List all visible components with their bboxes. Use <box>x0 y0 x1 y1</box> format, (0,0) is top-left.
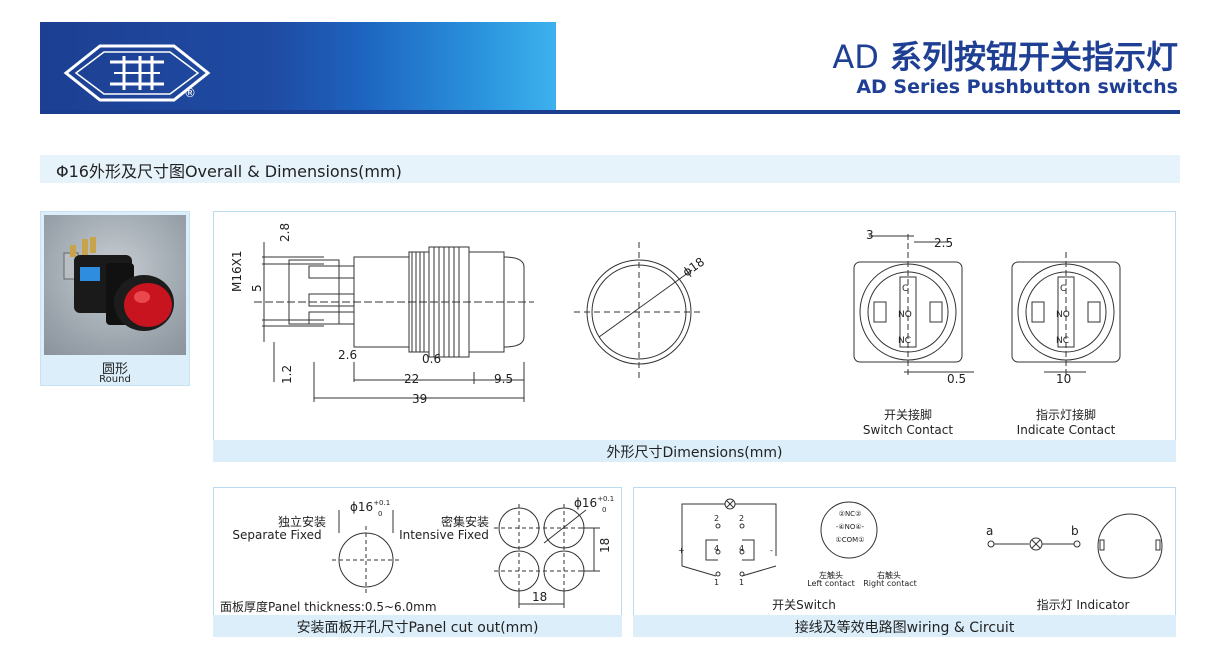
title-prefix: AD <box>832 38 879 76</box>
pin-c: C <box>902 284 909 294</box>
side-view-drawing <box>254 242 534 402</box>
dim-3: 3 <box>866 228 874 242</box>
product-name-en: Round <box>99 374 131 385</box>
cutout-panel: 独立安装 Separate Fixed ϕ16+0.1 0 密集安装 Inten… <box>213 487 622 617</box>
dimensions-caption-bar <box>213 440 1176 462</box>
switch-contact-drawing <box>853 234 974 377</box>
dim-1-2: 1.2 <box>280 364 294 384</box>
separate-fixed-en: Separate Fixed <box>232 528 322 542</box>
header-rule <box>40 110 1180 114</box>
wiring-caption: 接线及等效电路图wiring & Circuit <box>794 620 1015 636</box>
terminal-2-left: 2 <box>714 514 720 523</box>
dim-5: 5 <box>250 284 264 292</box>
switch-contact-cn: 开关接脚 <box>883 408 932 422</box>
page-title: AD 系列按钮开关指示灯 <box>832 32 1178 78</box>
dim-10: 10 <box>1056 372 1072 386</box>
dim-2-6: 2.6 <box>338 348 358 362</box>
pin-nc-indicate: NC <box>1056 336 1070 346</box>
switch-contact-en: Switch Contact <box>862 423 954 437</box>
pitch-vertical: 18 <box>598 537 612 553</box>
dim-22: 22 <box>404 372 420 386</box>
indicate-contact-en: Indicate Contact <box>1016 423 1116 437</box>
thread-label: M16X1 <box>230 250 244 292</box>
indicate-contact-drawing <box>1011 252 1121 377</box>
dim-2-5: 2.5 <box>934 236 954 250</box>
cutout-caption: 安装面板开孔尺寸Panel cut out(mm) <box>296 620 539 636</box>
right-contact-en: Right contact <box>863 579 917 588</box>
page-subtitle: AD Series Pushbutton switchs <box>856 76 1178 98</box>
polarity-plus: + <box>678 546 685 555</box>
cutout-drawing <box>332 504 600 608</box>
wiring-drawing <box>681 498 1163 579</box>
intensive-fixed-en: Intensive Fixed <box>399 528 489 542</box>
pin-grid: ②NC② -④NO④- ①COM① <box>835 510 865 544</box>
wiring-panel: 2 4 1 2 4 1 + - ②NC② -④NO④- ①COM① 左触头 Le… <box>633 487 1176 617</box>
terminal-1-left: 1 <box>714 578 720 587</box>
lamp-terminal-b: b <box>1071 524 1079 538</box>
intensive-tol-zero: 0 <box>602 506 607 514</box>
terminal-4-right: 4 <box>739 544 745 553</box>
dim-0-6: 0.6 <box>422 352 442 366</box>
dimensions-caption: 外形尺寸Dimensions(mm) <box>606 445 783 461</box>
dim-0-5: 0.5 <box>947 372 967 386</box>
product-photo <box>44 215 186 355</box>
pin-nc: NC <box>898 336 912 346</box>
title-cn: 系列按钮开关指示灯 <box>889 38 1178 76</box>
separate-fixed-cn: 独立安装 <box>277 515 326 529</box>
polarity-minus: - <box>770 546 773 555</box>
wiring-caption-bar <box>633 615 1176 637</box>
separate-hole-dia: ϕ16+0.1 <box>350 499 391 514</box>
registered-mark: ® <box>184 86 196 100</box>
section-title: Φ16外形及尺寸图Overall & Dimensions(mm) <box>56 162 402 181</box>
left-contact-en: Left contact <box>807 579 855 588</box>
front-view-drawing <box>574 242 704 382</box>
pitch-horizontal: 18 <box>532 590 548 604</box>
dimensions-drawing <box>254 234 1121 402</box>
terminal-4-left: 4 <box>714 544 720 553</box>
left-contact-cn: 左触头 <box>819 571 843 580</box>
right-contact-cn: 右触头 <box>877 571 901 580</box>
dim-2-8: 2.8 <box>278 222 292 242</box>
cutout-caption-bar <box>213 615 622 637</box>
separate-tol-zero: 0 <box>378 510 383 518</box>
dim-39: 39 <box>412 392 428 406</box>
pin-no-indicate: NO <box>1056 310 1070 320</box>
panel-thickness: 面板厚度Panel thickness:0.5~6.0mm <box>220 600 437 614</box>
intensive-fixed-cn: 密集安装 <box>440 515 489 529</box>
header-banner <box>40 22 556 112</box>
dimensions-panel: M16X1 2.8 5 1.2 2.6 0.6 22 9.5 39 ϕ18 3 … <box>213 211 1176 443</box>
company-logo <box>63 44 211 102</box>
terminal-1-right: 1 <box>739 578 745 587</box>
pushbutton-illustration <box>63 237 174 331</box>
lamp-terminal-a: a <box>986 524 994 538</box>
indicator-label: 指示灯 Indicator <box>1036 598 1130 612</box>
dim-9-5: 9.5 <box>494 372 514 386</box>
intensive-hole-dia: ϕ16+0.1 <box>574 495 615 510</box>
terminal-2-right: 2 <box>739 514 745 523</box>
product-name-cn: 圆形 <box>101 362 128 377</box>
pin-c-indicate: C <box>1060 284 1067 294</box>
section-bar <box>40 155 1180 183</box>
indicate-contact-cn: 指示灯接脚 <box>1035 408 1096 422</box>
switch-label: 开关Switch <box>772 598 836 612</box>
pin-no: NO <box>898 310 912 320</box>
